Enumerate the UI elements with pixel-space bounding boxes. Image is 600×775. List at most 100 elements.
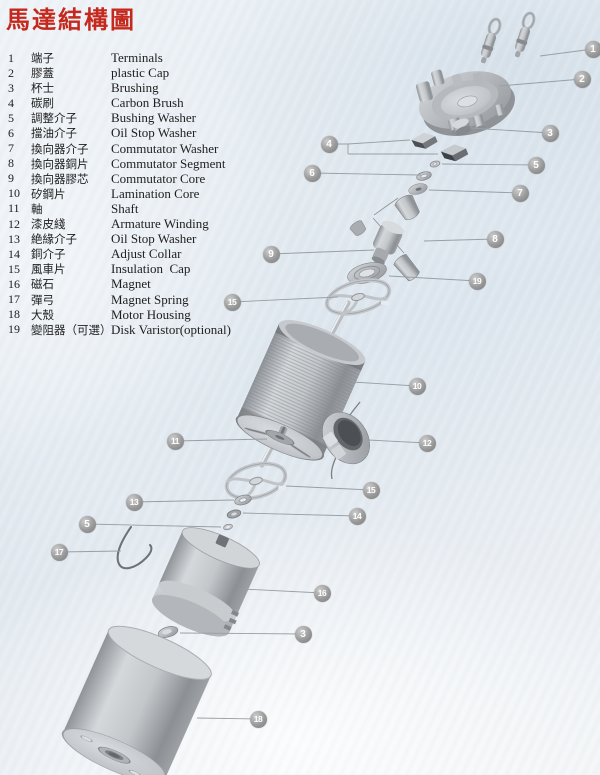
parts-list-row: 7 換向器介子 Commutator Washer <box>8 141 348 156</box>
callout-badge-17: 17 <box>50 543 68 561</box>
page-title: 馬達結構圖 <box>6 7 136 34</box>
part-en: Shaft <box>111 200 139 216</box>
callout-badge-8: 8 <box>486 230 504 248</box>
callout-badge-1: 1 <box>584 40 600 58</box>
part-num: 15 <box>8 261 20 276</box>
part-magnet-shell <box>151 527 260 637</box>
part-en: Insulation Cap <box>111 261 191 277</box>
callout-badge-3: 3 <box>541 124 559 142</box>
part-num: 16 <box>8 276 20 291</box>
part-num: 17 <box>8 292 20 306</box>
callout-badge-5: 5 <box>78 515 96 533</box>
part-en: Terminals <box>111 50 163 65</box>
callout-badge-4: 4 <box>320 135 338 153</box>
callout-badge-18: 18 <box>249 710 267 728</box>
part-zh: 調整介子 <box>31 113 77 126</box>
part-en: plastic Cap <box>111 65 170 81</box>
callout-badge-5: 5 <box>527 156 545 174</box>
callout-badge-15: 15 <box>223 293 241 311</box>
part-commutator-core <box>371 220 405 265</box>
part-num: 7 <box>8 141 14 156</box>
callout-badge-15: 15 <box>362 481 380 499</box>
part-disk-varistor <box>347 262 387 284</box>
part-zh: 磁石 <box>31 279 54 292</box>
part-zh: 膠蓋 <box>31 68 54 81</box>
part-bushing-washer-top <box>429 160 441 168</box>
parts-list-row: 10 矽鋼片 Lamination Core <box>8 186 348 201</box>
part-num: 13 <box>8 231 20 246</box>
parts-list-row: 17 彈弓 Magnet Spring <box>8 292 348 307</box>
part-zh: 換向器介子 <box>31 143 89 156</box>
part-num: 6 <box>8 125 14 140</box>
parts-list-row: 2 膠蓋 plastic Cap <box>8 65 348 80</box>
parts-list-row: 1 端子 Terminals <box>8 50 348 65</box>
part-num: 5 <box>8 110 14 125</box>
parts-list-row: 14 銅介子 Adjust Collar <box>8 246 348 261</box>
part-zh: 大殼 <box>31 309 54 322</box>
part-en: Armature Winding <box>111 216 209 232</box>
part-zh: 換向器膠芯 <box>31 173 89 186</box>
parts-list: 1 端子 Terminals 2 膠蓋 plastic Cap 3 杯士 Brushing 4 碳刷… <box>8 50 348 337</box>
part-magnet-ring <box>322 401 370 480</box>
part-zh: 風車片 <box>31 264 66 277</box>
part-num: 3 <box>8 80 14 95</box>
part-en: Commutator Core <box>111 170 206 186</box>
part-zh: 彈弓 <box>31 294 54 307</box>
part-insulation-washer <box>234 494 252 506</box>
part-en: Commutator Segment <box>111 155 226 171</box>
part-brushing-bottom <box>157 626 179 638</box>
part-terminals <box>480 11 536 64</box>
parts-list-row: 16 磁石 Magnet <box>8 276 348 291</box>
part-en: Brushing <box>111 80 159 96</box>
part-adjust-collar <box>226 509 242 519</box>
part-num: 10 <box>8 186 20 201</box>
part-zh: 杯士 <box>31 83 54 96</box>
callout-badge-10: 10 <box>408 377 426 395</box>
parts-list-row: 3 杯士 Brushing <box>8 80 348 95</box>
part-num: 2 <box>8 65 14 80</box>
part-commutator-washer <box>408 183 428 195</box>
part-zh: 矽鋼片 <box>31 188 66 201</box>
callout-badge-14: 14 <box>348 507 366 525</box>
part-en: Carbon Brush <box>111 95 184 111</box>
part-zh: 擋油介子 <box>31 128 77 141</box>
part-num: 1 <box>8 50 14 65</box>
part-zh: 銅介子 <box>31 249 66 262</box>
part-num: 11 <box>8 201 20 216</box>
part-num: 8 <box>8 156 14 171</box>
part-num: 14 <box>8 246 20 261</box>
callout-badge-2: 2 <box>573 70 591 88</box>
part-num: 9 <box>8 171 14 186</box>
part-en: Magnet <box>111 276 151 292</box>
part-num: 4 <box>8 95 14 110</box>
parts-list-row: 5 調整介子 Bushing Washer <box>8 110 348 125</box>
part-bushing-washer-bottom <box>223 523 233 531</box>
part-en: Disk Varistor(optional) <box>111 321 231 337</box>
part-en: Oil Stop Washer <box>111 125 197 141</box>
callout-badge-9: 9 <box>262 245 280 263</box>
part-plastic-cap <box>415 69 515 136</box>
part-zh: 端子 <box>31 53 54 65</box>
part-oil-stop-washer <box>416 171 432 181</box>
part-en: Magnet Spring <box>111 291 189 307</box>
parts-list-row: 4 碳刷 Carbon Brush <box>8 95 348 110</box>
part-num: 19 <box>8 322 20 337</box>
part-brushing-top <box>452 118 472 136</box>
part-zh: 絶緣介子 <box>31 234 77 247</box>
part-en: Lamination Core <box>111 185 200 201</box>
part-en: Bushing Washer <box>111 110 197 126</box>
part-en: Adjust Collar <box>111 246 182 262</box>
parts-list-row: 15 風車片 Insulation Cap <box>8 261 348 276</box>
callout-badge-19: 19 <box>468 272 486 290</box>
part-zh: 碳刷 <box>31 98 54 111</box>
callout-badge-12: 12 <box>418 434 436 452</box>
part-en: Commutator Washer <box>111 140 219 156</box>
